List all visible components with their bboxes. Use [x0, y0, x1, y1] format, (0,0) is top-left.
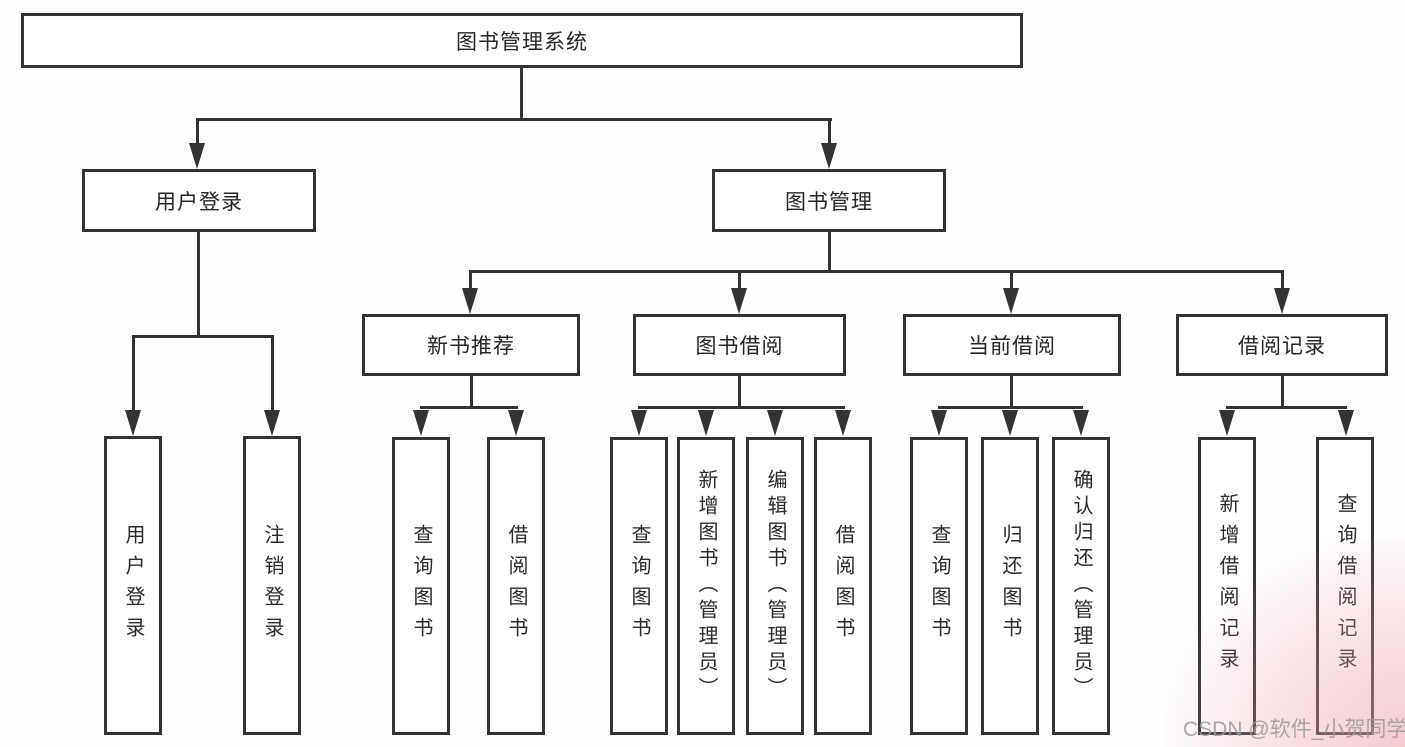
leaf-label: 新增图书（管理员） [695, 469, 717, 703]
leaf-add-books-admin: 新增图书（管理员） [677, 437, 735, 735]
leaf-label: 借阅图书 [832, 524, 854, 648]
connector-line [1010, 376, 1013, 408]
leaf-label: 确认归还（管理员） [1070, 469, 1092, 703]
leaf-borrow-books-2: 借阅图书 [814, 437, 872, 735]
node-book-borrow: 图书借阅 [633, 314, 846, 376]
leaf-query-books-2: 查询图书 [610, 437, 668, 735]
node-book-mgmt: 图书管理 [712, 169, 946, 232]
leaf-label: 查询图书 [410, 524, 432, 648]
connector-line [196, 120, 199, 146]
connector-line [469, 273, 472, 290]
arrow-down-icon [1003, 288, 1019, 314]
arrow-down-icon [1002, 410, 1018, 436]
connector-line [132, 335, 274, 338]
connector-line [738, 376, 741, 408]
node-user-login-label: 用户登录 [155, 190, 243, 214]
arrow-down-icon [1274, 288, 1290, 314]
arrow-down-icon [1073, 410, 1089, 436]
connector-line [938, 406, 1083, 409]
leaf-label: 用户登录 [122, 523, 144, 648]
arrow-down-icon [508, 410, 524, 436]
connector-line [1010, 273, 1013, 290]
arrow-down-icon [767, 410, 783, 436]
arrow-down-icon [1219, 410, 1235, 436]
arrow-down-icon [631, 410, 647, 436]
leaf-logout: 注销登录 [243, 436, 301, 735]
leaf-label: 编辑图书（管理员） [764, 469, 786, 703]
node-book-mgmt-label: 图书管理 [785, 190, 873, 214]
arrow-down-icon [731, 288, 747, 314]
connector-line [1281, 273, 1284, 290]
connector-line [196, 118, 832, 121]
leaf-edit-books-admin: 编辑图书（管理员） [746, 437, 804, 735]
connector-line [420, 406, 518, 409]
node-new-book: 新书推荐 [362, 314, 580, 376]
arrow-down-icon [931, 410, 947, 436]
leaf-label: 归还图书 [999, 524, 1021, 648]
connector-line [520, 68, 523, 120]
node-current-borrow: 当前借阅 [903, 314, 1121, 376]
leaf-confirm-return-admin: 确认归还（管理员） [1052, 437, 1110, 735]
leaf-query-borrow-record: 查询借阅记录 [1316, 437, 1374, 735]
watermark-text: CSDN @软件_小贺同学 [1183, 718, 1405, 741]
leaf-borrow-books: 借阅图书 [487, 437, 545, 735]
arrow-down-icon [698, 410, 714, 436]
leaf-query-books: 查询图书 [392, 437, 450, 735]
node-root-label: 图书管理系统 [456, 30, 588, 54]
arrow-down-icon [821, 143, 837, 169]
leaf-query-books-3: 查询图书 [910, 437, 968, 735]
connector-line [271, 338, 274, 411]
leaf-label: 新增借阅记录 [1216, 493, 1238, 679]
arrow-down-icon [125, 410, 141, 436]
connector-line [1281, 376, 1284, 408]
node-root: 图书管理系统 [21, 13, 1023, 68]
leaf-label: 查询图书 [928, 524, 950, 648]
leaf-add-borrow-record: 新增借阅记录 [1198, 437, 1256, 735]
node-current-borrow-label: 当前借阅 [968, 335, 1056, 358]
connector-line [132, 338, 135, 411]
leaf-return-books: 归还图书 [981, 437, 1039, 735]
connector-line [828, 120, 831, 146]
connector-line [828, 232, 831, 273]
leaf-label: 查询借阅记录 [1334, 493, 1356, 679]
node-borrow-records: 借阅记录 [1176, 314, 1388, 376]
connector-line [638, 406, 845, 409]
connector-line [738, 273, 741, 290]
leaf-label: 查询图书 [628, 524, 650, 648]
connector-line [1226, 406, 1347, 409]
leaf-label: 注销登录 [261, 523, 283, 648]
connector-line [470, 376, 473, 408]
node-book-borrow-label: 图书借阅 [695, 335, 784, 358]
node-borrow-records-label: 借阅记录 [1238, 335, 1326, 358]
leaf-label: 借阅图书 [505, 524, 527, 648]
node-user-login: 用户登录 [82, 169, 316, 232]
leaf-user-login: 用户登录 [104, 436, 162, 735]
arrow-down-icon [413, 410, 429, 436]
arrow-down-icon [189, 143, 205, 169]
arrow-down-icon [264, 410, 280, 436]
arrow-down-icon [835, 410, 851, 436]
node-new-book-label: 新书推荐 [427, 335, 515, 358]
connector-line [197, 232, 200, 335]
arrow-down-icon [462, 288, 478, 314]
arrow-down-icon [1338, 410, 1354, 436]
connector-line [469, 270, 1284, 273]
